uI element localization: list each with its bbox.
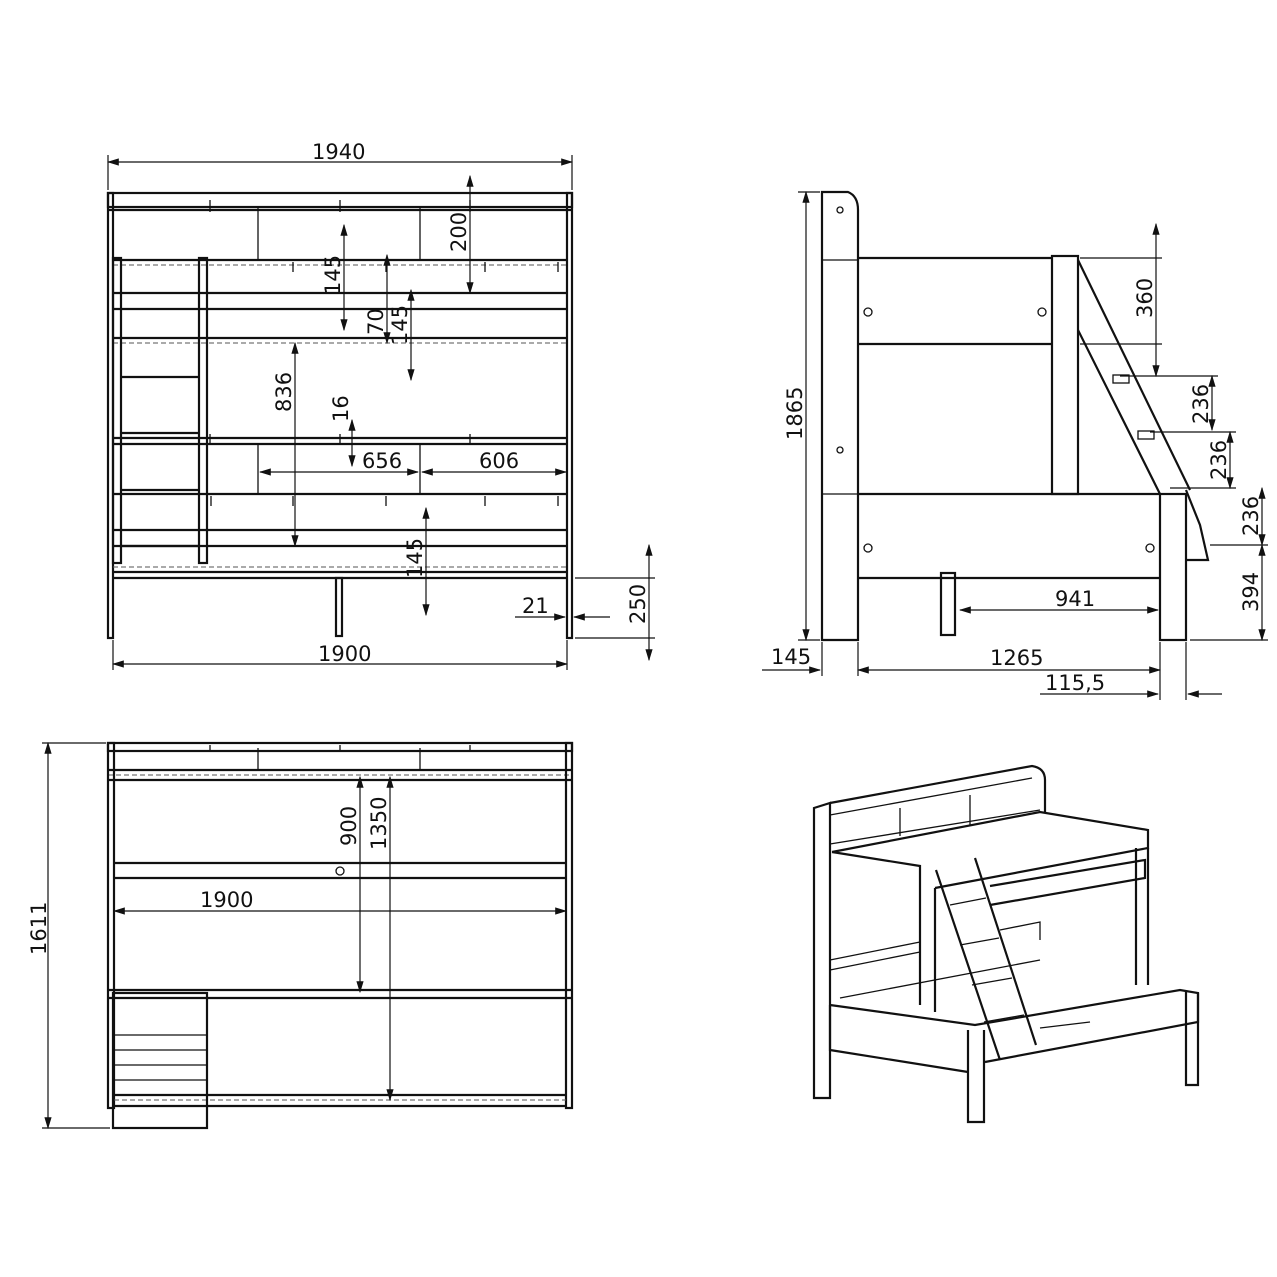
dim-941: 941 xyxy=(1055,587,1095,611)
top-view: 1611 900 1350 1900 xyxy=(27,741,574,1130)
dim-394: 394 xyxy=(1239,572,1263,612)
dim-200: 200 xyxy=(447,212,471,252)
dim-250: 250 xyxy=(626,584,650,624)
dim-145-top: 145 xyxy=(321,255,345,295)
dim-1900-front: 1900 xyxy=(318,642,371,666)
dim-115-5: 115,5 xyxy=(1045,671,1105,695)
dim-145-lower: 145 xyxy=(403,538,427,578)
dim-1265: 1265 xyxy=(990,646,1043,670)
dim-236-c: 236 xyxy=(1239,496,1263,536)
side-view: 1865 360 236 236 236 394 941 1265 145 11… xyxy=(762,190,1268,700)
dim-900: 900 xyxy=(337,806,361,846)
dim-606: 606 xyxy=(479,449,519,473)
isometric-view xyxy=(812,764,1200,1124)
dim-1350: 1350 xyxy=(367,797,391,850)
dim-236-b: 236 xyxy=(1207,440,1231,480)
dim-656: 656 xyxy=(362,449,402,473)
dim-70: 70 xyxy=(364,308,388,335)
front-view: 1940 1900 200 145 70 145 836 16 656 606 … xyxy=(106,140,655,670)
dim-1940: 1940 xyxy=(312,140,365,164)
dim-145-side: 145 xyxy=(771,645,811,669)
dim-1611: 1611 xyxy=(27,902,51,955)
dim-360: 360 xyxy=(1133,278,1157,318)
dim-1865: 1865 xyxy=(783,387,807,440)
dim-21: 21 xyxy=(522,594,549,618)
dim-236-a: 236 xyxy=(1189,384,1213,424)
dim-836: 836 xyxy=(272,372,296,412)
dim-16: 16 xyxy=(329,395,353,422)
dim-145-mid: 145 xyxy=(388,305,412,345)
dim-1900-top: 1900 xyxy=(200,888,253,912)
